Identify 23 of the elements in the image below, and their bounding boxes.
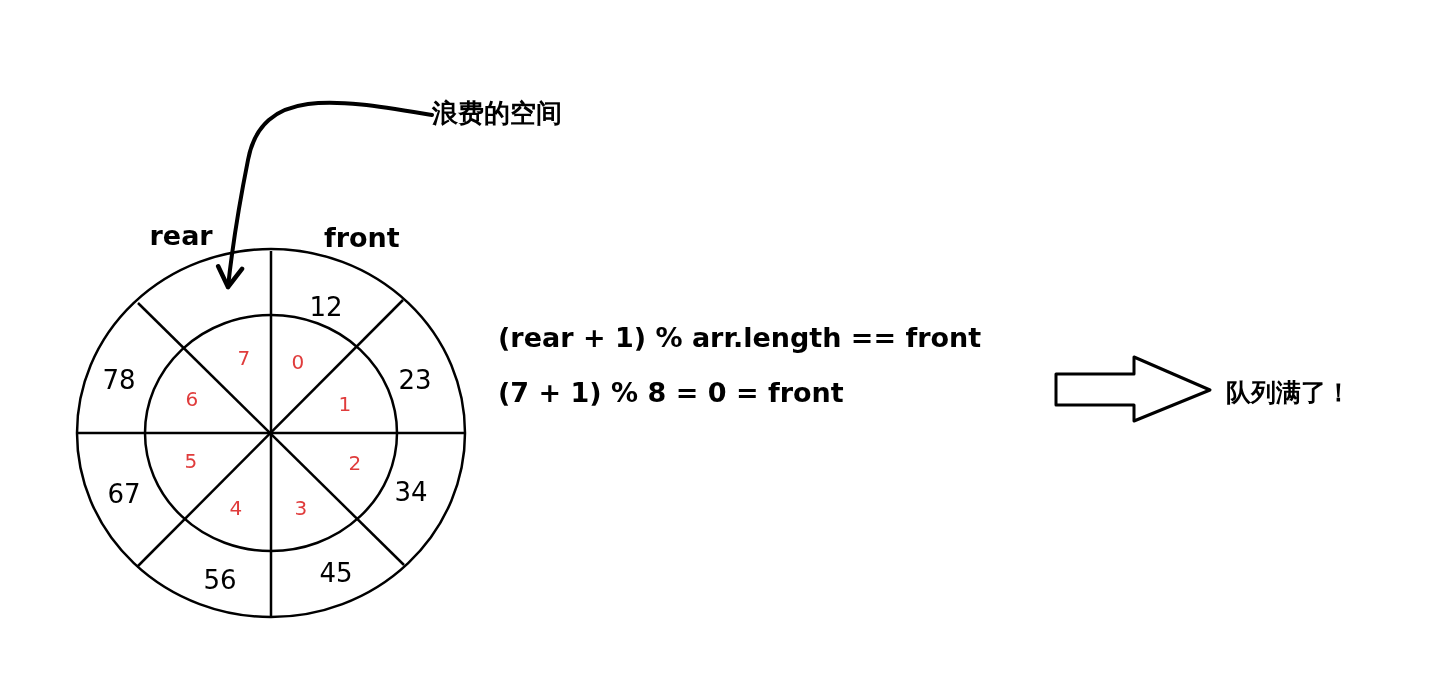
slot-index: 6 [185,389,199,409]
slot-value: 45 [319,560,353,586]
slot-value: 12 [309,294,343,320]
pointer-label: front [324,223,400,251]
slot-index: 2 [348,453,362,473]
slot-value: 34 [394,479,428,505]
slot-value: 56 [203,567,237,593]
arrow [216,100,434,290]
slot-value: 67 [107,481,141,507]
formula-text: (rear + 1) % arr.length == front [498,324,982,351]
slot-index: 4 [229,498,243,518]
slot-index: 1 [338,394,352,414]
slot-index: 3 [294,498,308,518]
slot-index: 5 [184,451,198,471]
slot-index: 7 [237,348,251,368]
callout-text: 浪费的空间 [432,100,562,126]
block-arrow [1054,355,1212,423]
callout-text: 队列满了！ [1226,380,1351,405]
pointer-label: rear [149,221,213,249]
slot-index: 0 [291,352,305,372]
formula-text: (7 + 1) % 8 = 0 = front [498,379,844,406]
slot-value: 23 [398,367,432,393]
slot-value: 78 [102,367,136,393]
